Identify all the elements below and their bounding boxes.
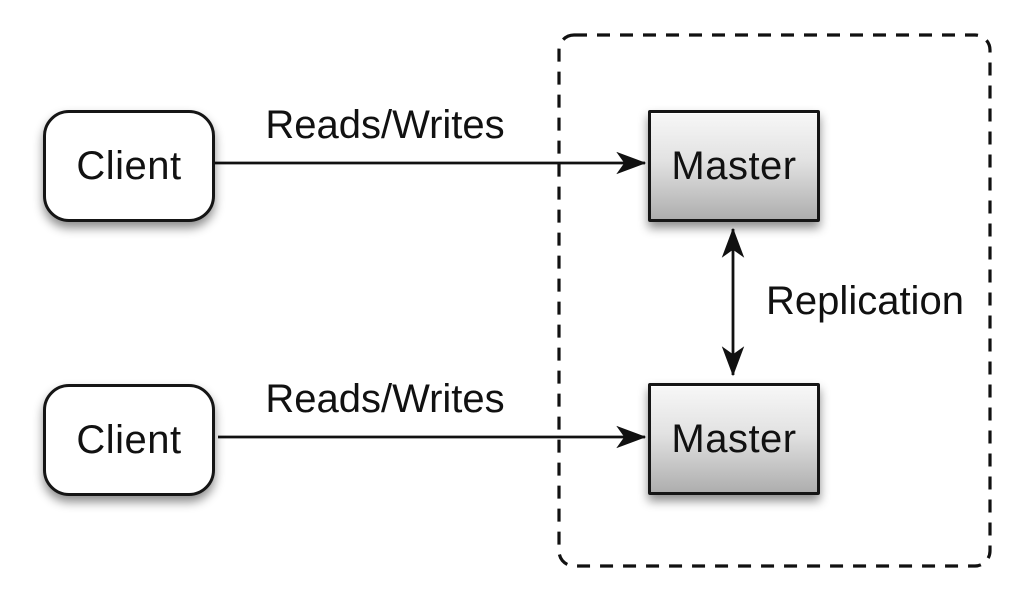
edge-label-reads-writes-top: Reads/Writes (265, 103, 505, 147)
node-client-top-label: Client (76, 143, 182, 188)
node-client-bottom: Client (43, 384, 215, 496)
node-client-top: Client (43, 110, 215, 222)
edge-label-reads-writes-bottom: Reads/Writes (265, 377, 505, 421)
node-master-top-label: Master (671, 143, 797, 188)
node-client-bottom-label: Client (76, 417, 182, 462)
edge-label-replication: Replication (766, 279, 964, 323)
node-master-bottom: Master (648, 383, 820, 495)
node-master-bottom-label: Master (671, 416, 797, 461)
replication-group-border (557, 33, 992, 568)
node-master-top: Master (648, 110, 820, 222)
